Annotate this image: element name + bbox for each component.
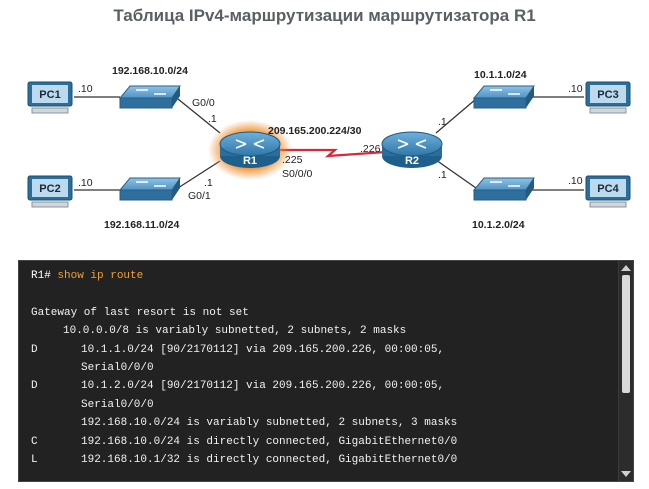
gateway-line: Gateway of last resort is not set	[31, 306, 249, 319]
route-line: D 10.1.1.0/24 [90/2170112] via 209.165.20…	[31, 341, 619, 359]
route-text: 10.1.1.0/24 [90/2170112] via 209.165.200…	[81, 343, 445, 356]
switch-icon	[472, 177, 535, 201]
route-continuation: Serial0/0/0	[81, 398, 154, 411]
r1-label: R1	[243, 155, 257, 167]
r2-label: R2	[405, 155, 419, 167]
route-code: D	[31, 343, 38, 356]
pc-icon: PC3	[585, 81, 631, 114]
scroll-up-arrow-icon[interactable]	[621, 265, 631, 271]
ethernet-links	[74, 96, 584, 191]
route-code: L	[31, 453, 38, 466]
lan2-network-label: 192.168.11.0/24	[104, 219, 179, 231]
link-sw2-r1	[177, 160, 221, 189]
route-code: D	[31, 380, 38, 393]
pc3-host-id: .10	[568, 83, 583, 95]
r2-s000-host-id: .226	[360, 143, 381, 155]
r1-s000-host-id: .225	[282, 154, 303, 166]
link-r2-sw3	[435, 98, 477, 134]
pc3-label: PC3	[597, 89, 618, 101]
command: show ip route	[57, 270, 144, 282]
route-line: C 192.168.10.0/24 is directly connected, …	[31, 433, 619, 451]
pc4-host-id: .10	[568, 175, 583, 187]
router-r2-icon: R2	[381, 131, 443, 168]
route-line: D 10.1.2.0/24 [90/2170112] via 209.165.20…	[31, 377, 619, 395]
route-continuation: Serial0/0/0	[81, 361, 154, 374]
router-r1-icon: R1	[208, 120, 292, 180]
scroll-down-arrow-icon[interactable]	[621, 471, 631, 477]
pc1-label: PC1	[39, 89, 60, 101]
lan3-network-label: 10.1.1.0/24	[474, 69, 527, 81]
r2-bottom-host-id: .1	[438, 169, 447, 181]
route-code: C	[31, 435, 38, 448]
command-line: R1# show ip route	[31, 267, 619, 285]
pc4-label: PC4	[597, 183, 619, 195]
route-text: 10.1.2.0/24 [90/2170112] via 209.165.200…	[81, 380, 445, 393]
subnet-line: 10.0.0.0/8 is variably subnetted, 2 subn…	[63, 325, 407, 338]
terminal-text: R1# show ip route Gateway of last resort…	[19, 261, 619, 481]
pc1-host-id: .10	[78, 83, 93, 95]
switch-icon	[118, 177, 181, 201]
route-line: L 192.168.10.1/32 is directly connected, …	[31, 451, 619, 469]
switch-icon	[472, 85, 535, 109]
network-topology-diagram: PC1 PC2 PC3 PC4	[27, 65, 631, 231]
switch-icon	[118, 85, 181, 109]
subnet-line: 192.168.10.0/24 is variably subnetted, 2…	[81, 417, 458, 430]
pc-icon: PC2	[27, 175, 73, 208]
r1-g00-host-id: .1	[208, 113, 217, 125]
link-r2-sw4	[435, 159, 477, 189]
r2-top-host-id: .1	[438, 116, 447, 128]
blank-line	[31, 285, 619, 303]
lan1-network-label: 192.168.10.0/24	[112, 65, 188, 77]
link-sw1-r1	[177, 98, 221, 134]
route-text: 192.168.10.0/24 is directly connected, G…	[81, 435, 458, 448]
pc-icon: PC4	[585, 175, 631, 208]
scroll-thumb[interactable]	[622, 275, 630, 393]
r1-s000-interface: S0/0/0	[282, 168, 313, 180]
r1-g01-host-id: .1	[204, 177, 213, 189]
r1-g00-interface: G0/0	[192, 97, 215, 109]
pc2-label: PC2	[39, 183, 60, 195]
wan-network-label: 209.165.200.224/30	[268, 125, 362, 137]
vertical-scrollbar[interactable]	[618, 261, 633, 481]
route-text: 192.168.10.1/32 is directly connected, G…	[81, 453, 458, 466]
page-title: Таблица IPv4-маршрутизации маршрутизатор…	[113, 6, 536, 25]
pc2-host-id: .10	[78, 177, 93, 189]
pc-icon: PC1	[27, 81, 73, 114]
prompt: R1#	[31, 270, 51, 282]
serial-link	[280, 148, 387, 158]
cli-output-terminal: R1# show ip route Gateway of last resort…	[18, 260, 634, 482]
r1-g01-interface: G0/1	[188, 190, 211, 202]
lan4-network-label: 10.1.2.0/24	[472, 219, 525, 231]
